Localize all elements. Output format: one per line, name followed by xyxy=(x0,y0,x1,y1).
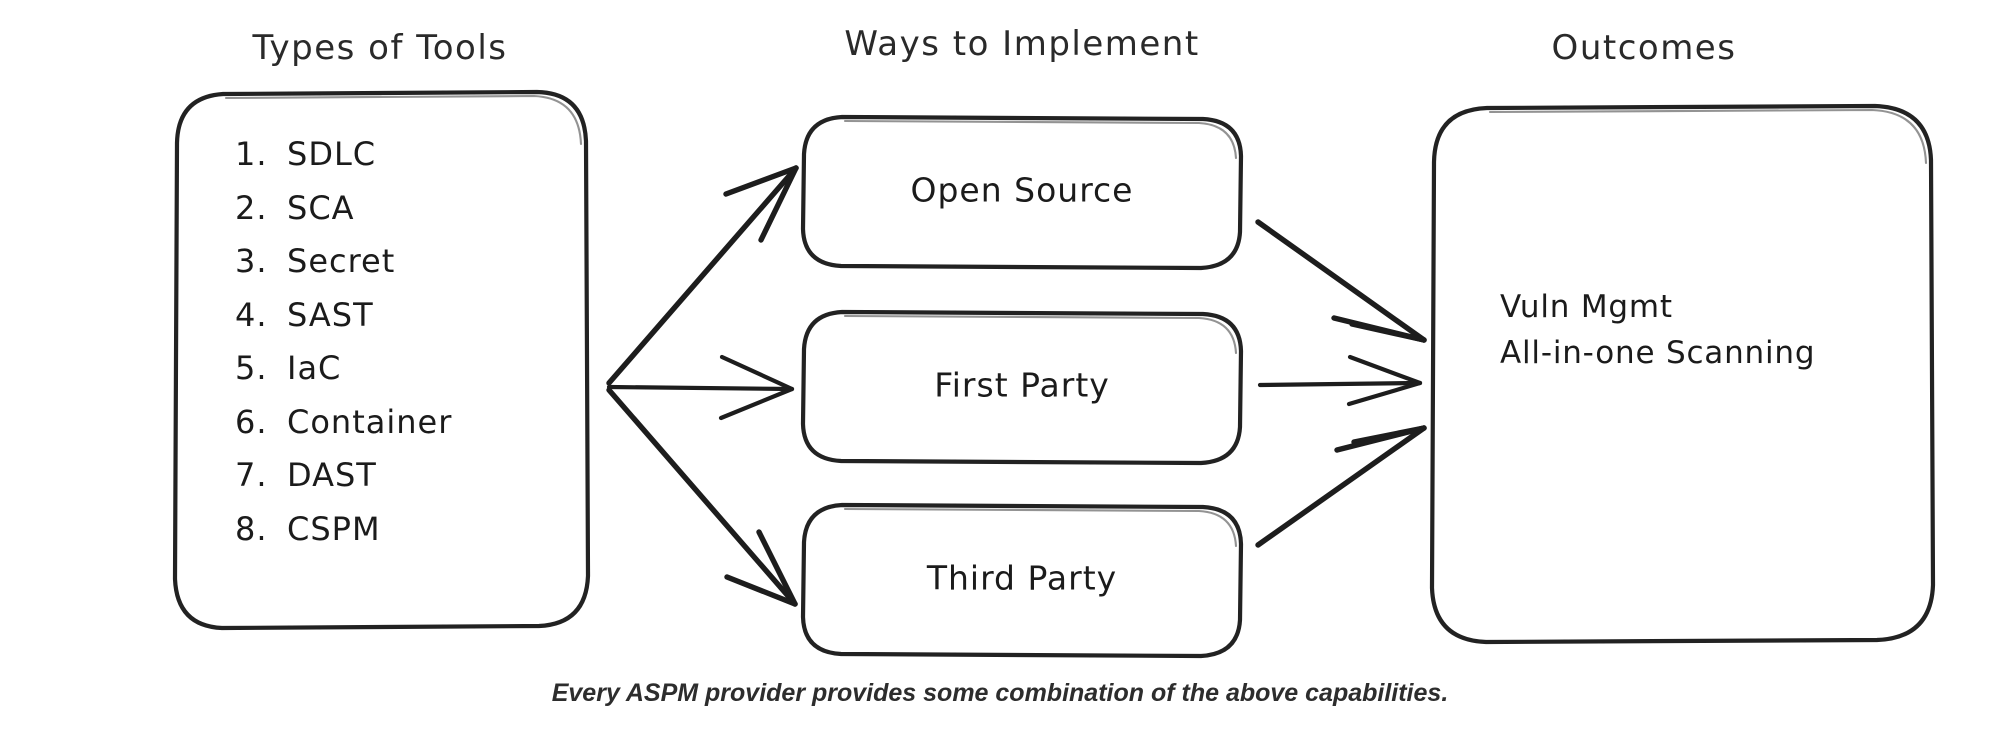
list-item: 1. SDLC xyxy=(235,128,452,182)
list-item-label: Secret xyxy=(287,242,396,280)
column-title-ways-to-implement: Ways to Implement xyxy=(844,24,1200,64)
list-item-label: SAST xyxy=(287,295,374,334)
list-item: 2. SCA xyxy=(235,182,452,236)
list-item-number: 2. xyxy=(235,188,268,227)
arrow-tools-to-third-party xyxy=(606,387,798,607)
list-item-label: CSPM xyxy=(287,509,381,548)
types-of-tools-list: 1. SDLC 2. SCA 3. Secret 4. SAST 5. IaC 6. Con… xyxy=(235,128,452,556)
arrow-third-party-to-outcomes xyxy=(1255,425,1427,548)
list-item-number: 5. xyxy=(235,349,268,387)
list-item-label: Container xyxy=(287,402,453,441)
list-item: 7. DAST xyxy=(235,449,452,503)
outcomes-box-text: Vuln Mgmt All-in-one Scanning xyxy=(1500,284,1815,376)
list-item-number: 3. xyxy=(235,242,268,280)
list-item-number: 4. xyxy=(235,295,268,334)
third-party-box-label: Third Party xyxy=(926,558,1118,598)
list-item-number: 1. xyxy=(235,135,268,173)
column-title-types-of-tools: Types of Tools xyxy=(252,28,508,68)
list-item-label: DAST xyxy=(287,456,377,494)
diagram-caption: Every ASPM provider provides some combin… xyxy=(551,679,1449,707)
open-source-box-label: Open Source xyxy=(910,170,1134,210)
arrow-first-party-to-outcomes xyxy=(1257,354,1423,407)
list-item-label: SDLC xyxy=(287,135,377,173)
list-item-number: 7. xyxy=(235,456,268,494)
list-item-label: IaC xyxy=(287,349,342,387)
list-item: 5. IaC xyxy=(235,342,452,396)
arrow-open-source-to-outcomes xyxy=(1255,219,1427,343)
outcome-line: Vuln Mgmt xyxy=(1500,289,1673,325)
list-item: 3. Secret xyxy=(235,235,452,289)
outcome-line: All-in-one Scanning xyxy=(1500,335,1816,371)
list-item-number: 6. xyxy=(235,402,268,441)
list-item-label: SCA xyxy=(287,188,355,227)
arrow-tools-to-open-source xyxy=(606,165,799,386)
list-item-number: 8. xyxy=(235,509,268,548)
list-item: 6. Container xyxy=(235,396,452,450)
first-party-box-label: First Party xyxy=(934,365,1110,405)
list-item: 4. SAST xyxy=(235,289,452,343)
arrow-tools-to-first-party xyxy=(606,354,795,421)
list-item: 8. CSPM xyxy=(235,503,452,557)
column-title-outcomes: Outcomes xyxy=(1551,28,1737,68)
